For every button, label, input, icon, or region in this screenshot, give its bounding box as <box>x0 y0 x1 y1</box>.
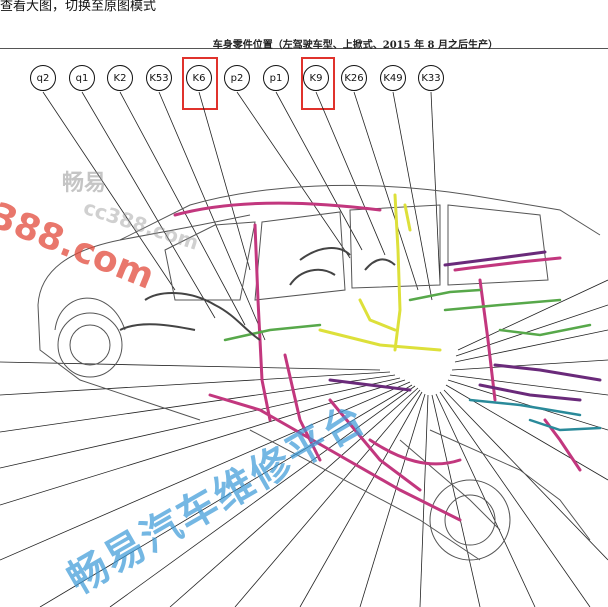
harness-yellow <box>318 193 442 352</box>
harness-pink <box>173 201 582 522</box>
harness-grey <box>119 247 396 341</box>
title-rule <box>0 48 608 49</box>
callout-k9: K9 <box>303 65 329 91</box>
callout-q2: q2 <box>30 65 56 91</box>
highlight-box-k6 <box>182 57 218 110</box>
highlight-box-k9 <box>301 57 335 110</box>
harness-green <box>223 288 592 342</box>
diagram-title: 车身零件位置（左驾驶车型、上掀式、2015 年 8 月之后生产） <box>212 40 498 51</box>
callout-p2: p2 <box>224 65 250 91</box>
callout-k33: K33 <box>418 65 444 91</box>
callout-q1: q1 <box>69 65 95 91</box>
callout-k49: K49 <box>380 65 406 91</box>
callout-k2: K2 <box>107 65 133 91</box>
callout-leader-lines <box>0 91 608 607</box>
top-instruction-bar[interactable]: 查看大图，切换至原图模式 <box>0 0 157 14</box>
vehicle-body-outline <box>37 184 601 561</box>
callout-k53: K53 <box>146 65 172 91</box>
harness-purple <box>328 250 602 402</box>
callout-p1: p1 <box>263 65 289 91</box>
callout-k6: K6 <box>186 65 212 91</box>
harness-teal <box>468 398 602 432</box>
callout-k26: K26 <box>341 65 367 91</box>
